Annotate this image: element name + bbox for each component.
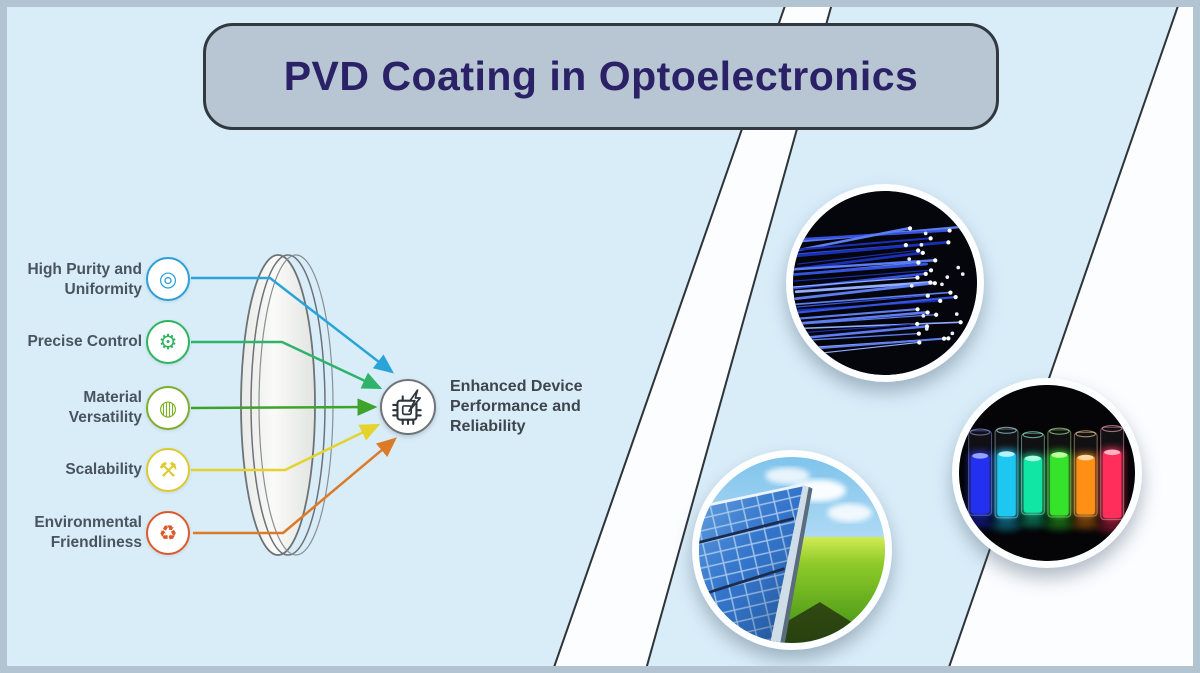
fiber-optic-cables-photo <box>786 184 984 382</box>
label-precise-control: Precise Control <box>27 333 142 350</box>
page-title: PVD Coating in Optoelectronics <box>283 53 919 99</box>
chip-lightning-icon <box>392 389 422 425</box>
bullseye-sparkles-icon: ◎ <box>158 266 178 291</box>
result-node <box>380 379 436 435</box>
robot-arm-icon: ⚙ <box>158 329 178 354</box>
palette-server-icon: ◍ <box>158 395 178 420</box>
fiber-optics-illustration <box>793 191 977 375</box>
icon-circle-high-purity: ◎ <box>146 257 190 301</box>
solar-panels-illustration <box>699 457 885 643</box>
label-scalability: Scalability <box>65 461 142 478</box>
icon-circle-precise-control: ⚙ <box>146 320 190 364</box>
solar-panel-face <box>699 483 813 643</box>
label-environmental: Environmental Friendliness <box>34 514 142 551</box>
title-banner: PVD Coating in Optoelectronics <box>203 23 999 130</box>
icon-circle-environmental: ♻ <box>146 511 190 555</box>
stripe-left <box>552 0 833 673</box>
fluorescent-vials-illustration <box>959 385 1135 561</box>
eco-trees-icon: ♻ <box>158 520 178 545</box>
factory-crane-icon: ⚒ <box>158 457 178 482</box>
label-material-versatility: Material Versatility <box>68 389 142 426</box>
icon-circle-material-versatility: ◍ <box>146 386 190 430</box>
icon-circle-scalability: ⚒ <box>146 448 190 492</box>
result-label: Enhanced Device Performance and Reliabil… <box>450 378 583 435</box>
solar-panels-photo <box>692 450 892 650</box>
label-high-purity: High Purity and Uniformity <box>27 261 142 298</box>
fluorescent-vials-photo <box>952 378 1142 568</box>
